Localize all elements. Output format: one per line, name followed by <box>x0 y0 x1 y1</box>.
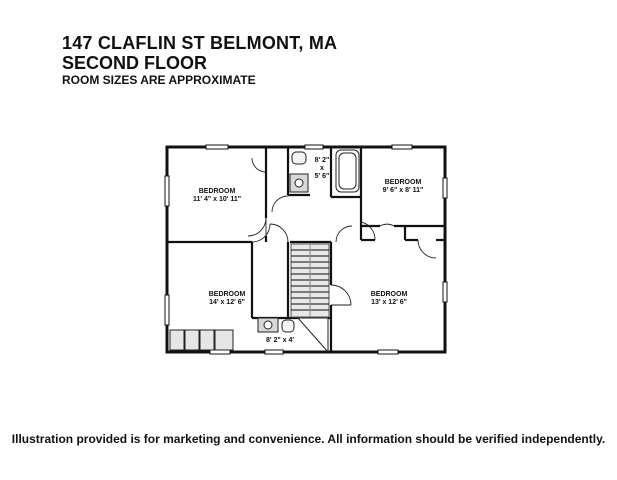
room-size-bedroom-4: 13' x 12' 6" <box>371 299 407 306</box>
bath-top-size-line3: 5' 6" <box>315 173 330 180</box>
fixtures <box>169 149 360 354</box>
interior-walls <box>167 147 445 352</box>
disclaimer-text: Illustration provided is for marketing a… <box>11 432 606 446</box>
address-title: 147 CLAFLIN ST BELMONT, MA <box>62 33 338 53</box>
room-label-bedroom-1: BEDROOM <box>199 188 236 195</box>
room-size-bedroom-3: 14' x 12' 6" <box>209 299 245 306</box>
bath-top-size-line1: 8' 2" <box>315 157 330 164</box>
room-label-bedroom-3: BEDROOM <box>209 291 246 298</box>
bath-top-size-line2: x <box>320 165 324 172</box>
floor-title: SECOND FLOOR <box>62 53 208 73</box>
bath-bottom-size: 8' 2" x 4' <box>266 337 294 344</box>
stairs <box>290 243 330 318</box>
room-size-bedroom-2: 9' 6" x 8' 11" <box>383 187 424 194</box>
room-label-bedroom-4: BEDROOM <box>371 291 408 298</box>
room-size-bedroom-1: 11' 4" x 10' 11" <box>193 196 241 203</box>
windows <box>164 144 448 355</box>
room-label-bedroom-2: BEDROOM <box>385 179 422 186</box>
room-sizes-note: ROOM SIZES ARE APPROXIMATE <box>62 73 256 87</box>
